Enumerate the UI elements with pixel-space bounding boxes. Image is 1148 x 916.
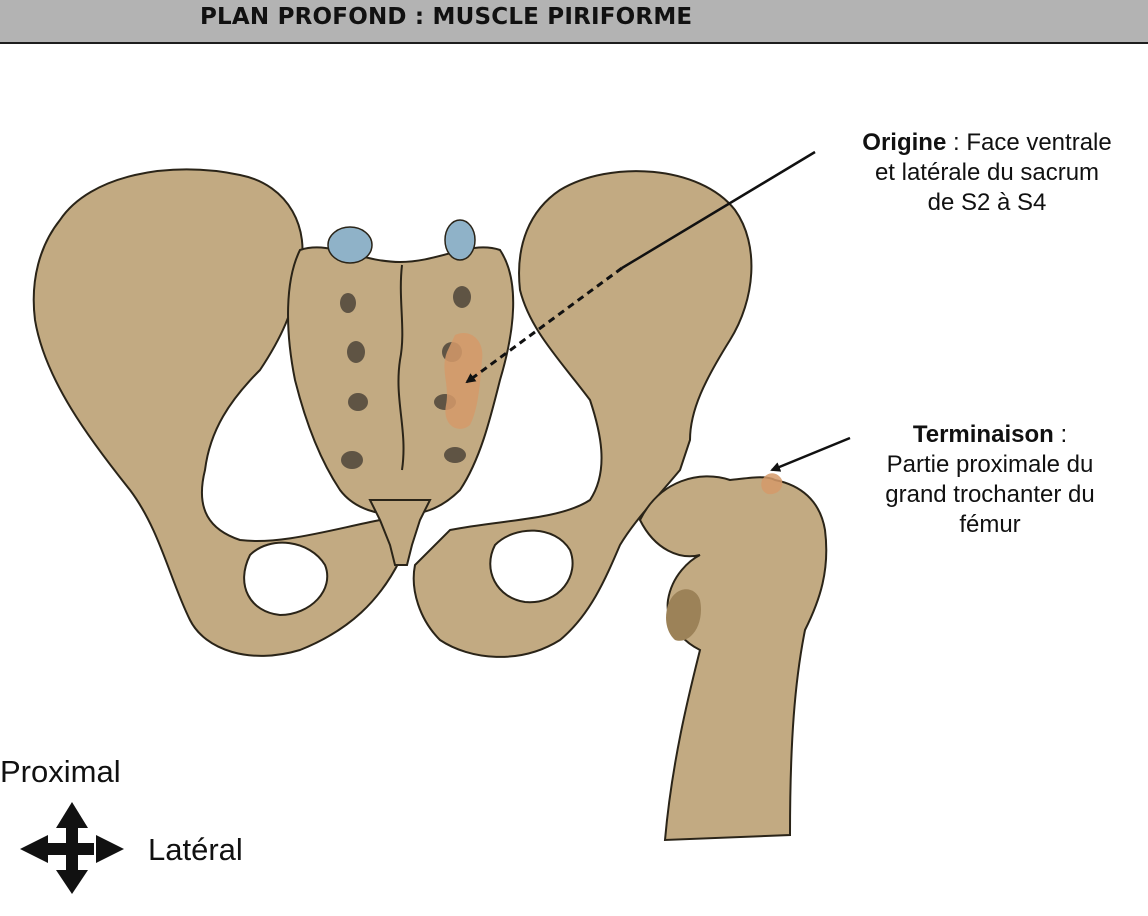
orientation-arrows-icon (20, 802, 124, 894)
lesser-trochanter (666, 589, 701, 641)
page-title: PLAN PROFOND : MUSCLE PIRIFORME (200, 4, 693, 30)
origin-dashed-arrow (465, 266, 623, 384)
greater-trochanter-insertion (761, 473, 783, 495)
origin-annotation: Origine : Face ventrale et latérale du s… (826, 128, 1148, 218)
femur (638, 475, 828, 842)
sacral-foramen (453, 286, 471, 308)
termination-annotation: Terminaison : Partie proximale du grand … (850, 420, 1130, 540)
proximal-label: Proximal (0, 754, 121, 789)
sacral-foramen (444, 447, 466, 463)
termination-arrow (770, 436, 851, 472)
sacral-foramen (340, 293, 356, 313)
origin-separator: : (946, 129, 967, 156)
left-articular-cartilage (327, 226, 373, 264)
origin-leader-line (621, 150, 816, 270)
termination-separator: : (1053, 421, 1068, 448)
lateral-label: Latéral (148, 832, 243, 867)
left-hip-bone (32, 168, 402, 657)
termination-heading: Terminaison (912, 421, 1054, 448)
termination-line-3: fémur (959, 511, 1021, 538)
origin-line-2: et latérale du sacrum (874, 159, 1100, 186)
right-obturator-foramen (489, 529, 574, 604)
termination-line-2: grand trochanter du (885, 481, 1095, 508)
header-bar: PLAN PROFOND : MUSCLE PIRIFORME (0, 0, 1148, 44)
right-hip-bone (412, 170, 753, 658)
piriformis-origin-area (444, 332, 483, 429)
origin-line-3: de S2 à S4 (927, 189, 1047, 216)
median-sacral-crest (397, 264, 405, 471)
sacral-foramen (348, 393, 368, 411)
right-articular-cartilage (444, 219, 476, 261)
sacral-foramen (341, 451, 363, 469)
left-obturator-foramen (243, 541, 329, 617)
origin-line-1: Face ventrale (966, 129, 1112, 156)
coccyx (368, 499, 432, 566)
sacral-foramen (347, 341, 365, 363)
pelvis-illustration (20, 150, 851, 894)
origin-heading: Origine (862, 129, 947, 156)
termination-line-1: Partie proximale du (886, 451, 1094, 478)
